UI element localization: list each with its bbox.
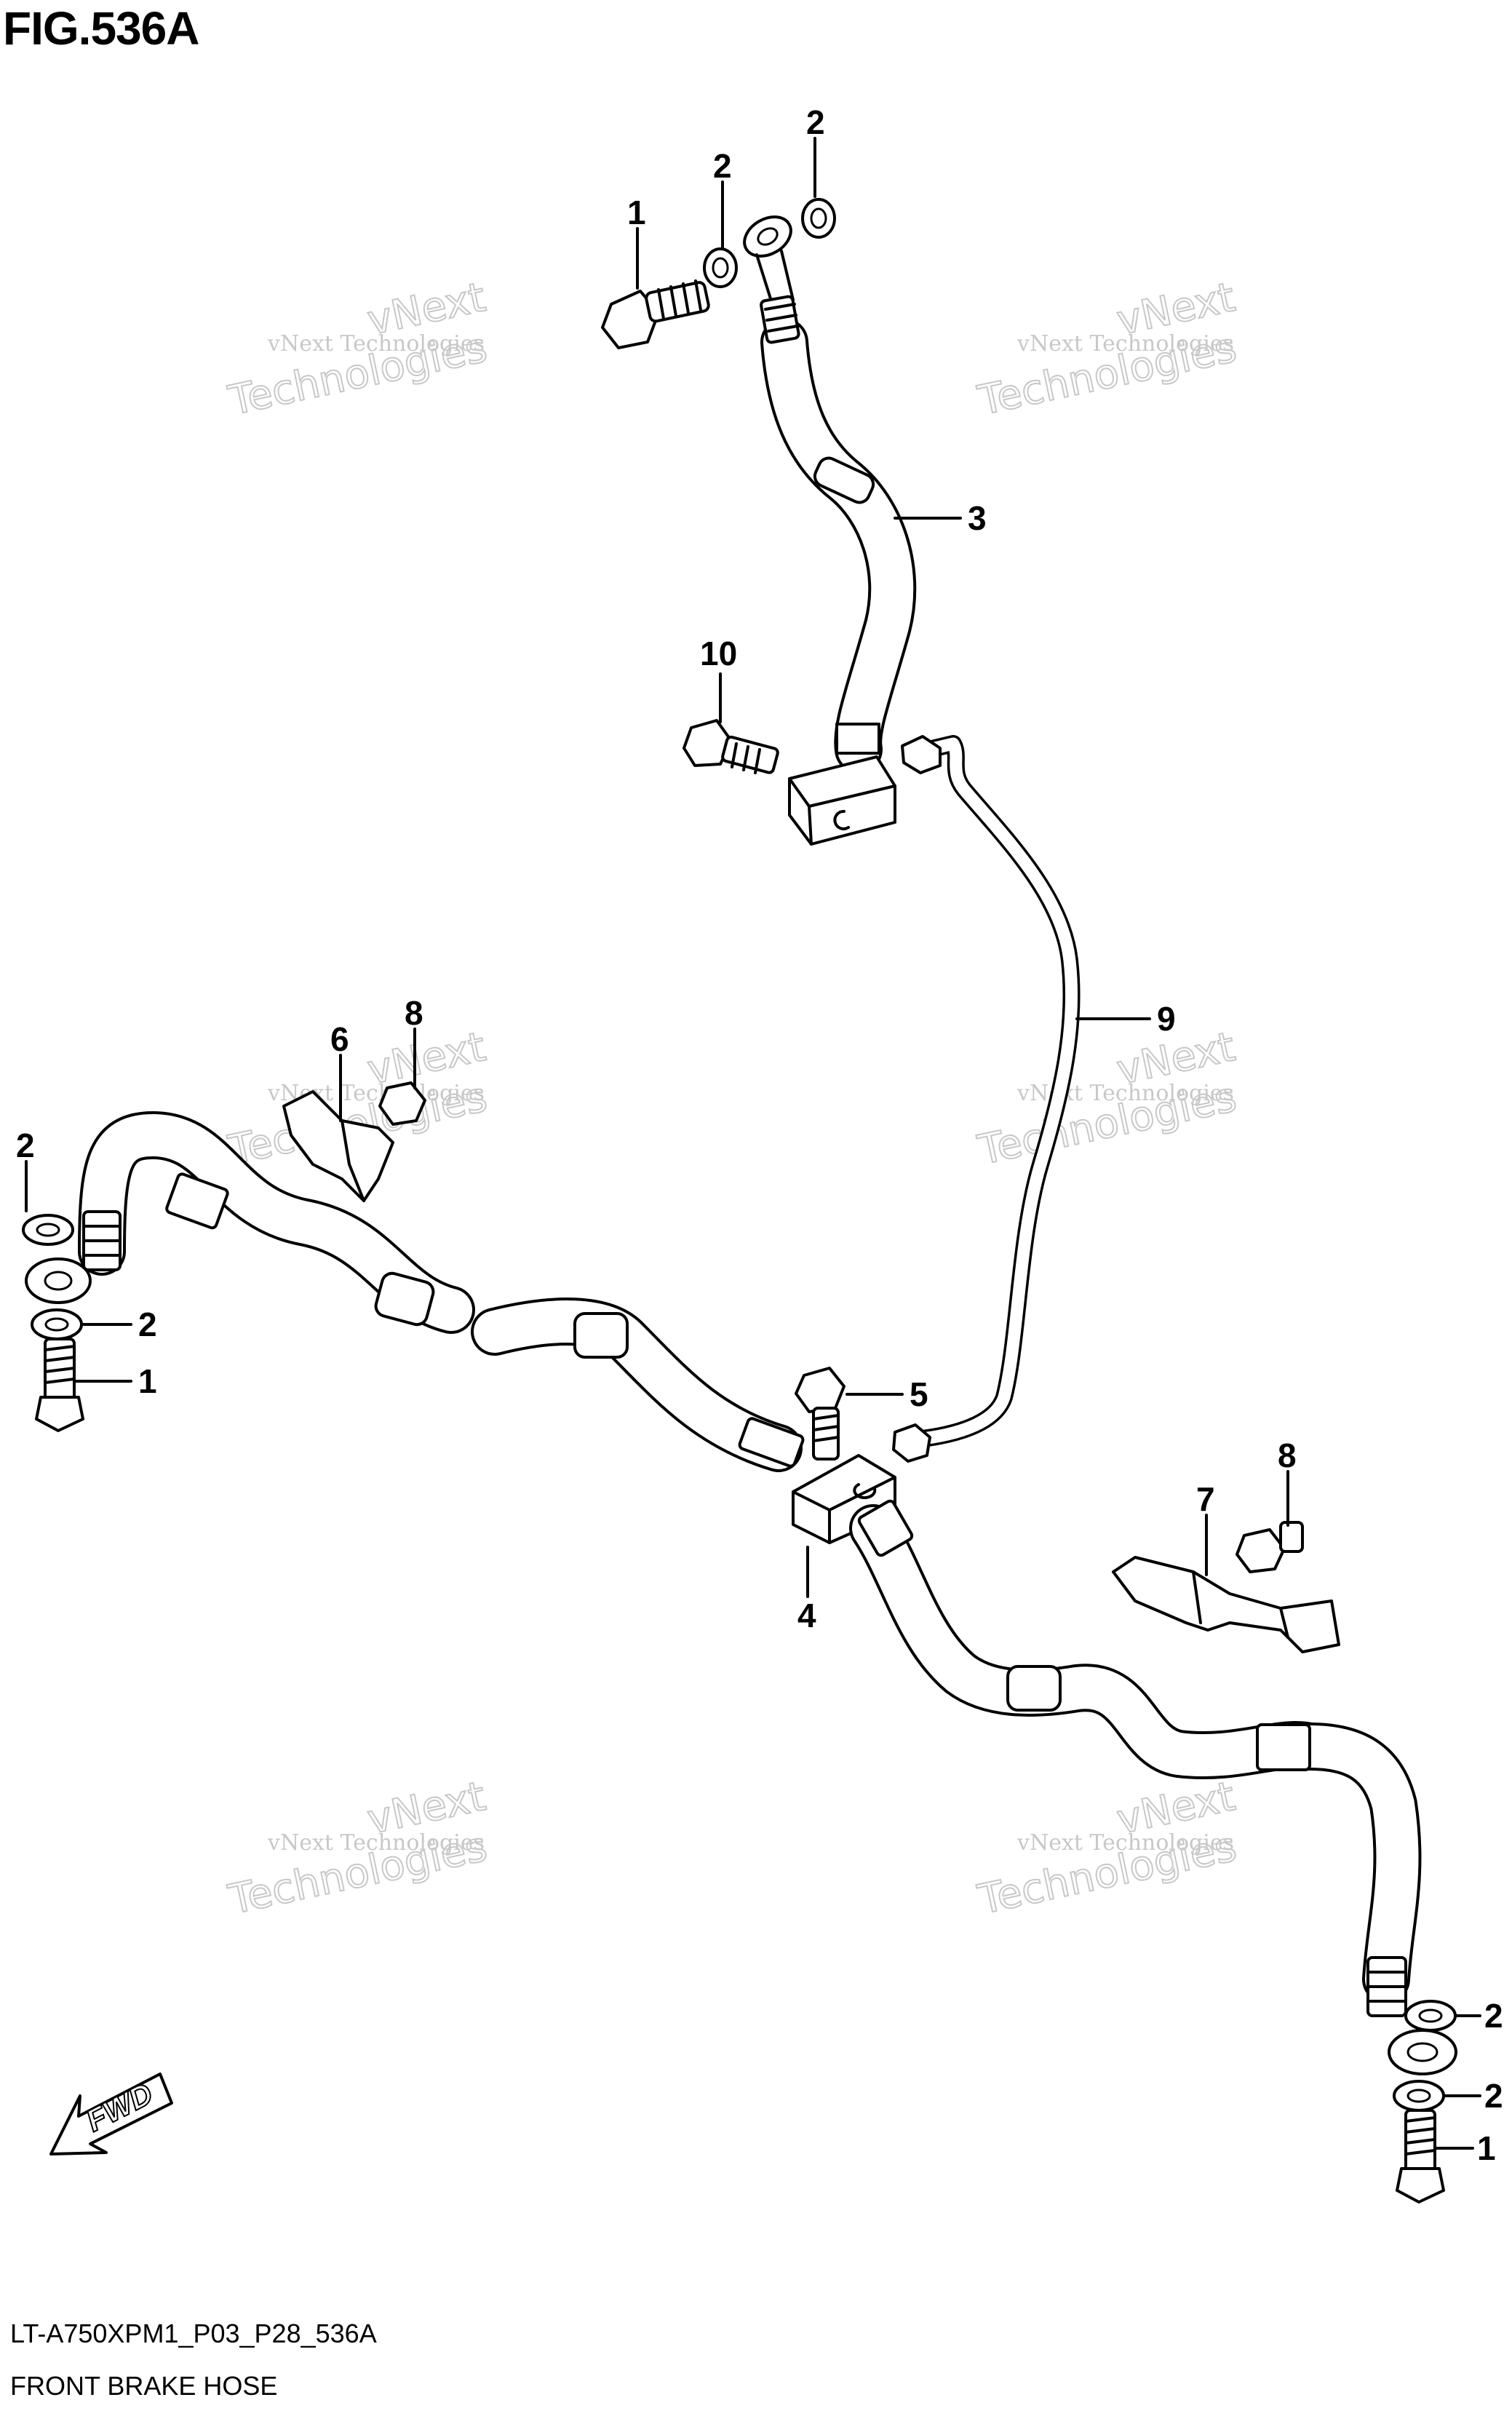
upper-brake-hose bbox=[743, 215, 917, 774]
watermark-bottom-left: vNext Technologies vNext Technologies bbox=[223, 1772, 491, 1925]
leader-lines bbox=[25, 137, 1481, 2150]
upper-washer-b bbox=[801, 198, 836, 239]
callout-7: 7 bbox=[1196, 1480, 1215, 1518]
left-front-hose bbox=[25, 1111, 805, 1472]
watermark-mid-right: vNext Technologies vNext Technologies bbox=[973, 1022, 1241, 1175]
upper-banjo-bolt bbox=[601, 279, 710, 349]
callout-numbers: 1 2 2 3 10 9 8 6 2 2 1 5 8 7 4 2 2 1 bbox=[16, 103, 1503, 2167]
right-banjo-bolt bbox=[1396, 2109, 1445, 2204]
banjo-fitting bbox=[1388, 2029, 1457, 2075]
banjo-fitting bbox=[743, 215, 792, 258]
figure-code: LT-A750XPM1_P03_P28_536A bbox=[10, 2318, 377, 2348]
left-banjo-bolt bbox=[35, 1338, 84, 1432]
watermark-top-right: vNext Technologies vNext Technologies bbox=[973, 273, 1241, 426]
hose-collar bbox=[374, 1271, 435, 1327]
callout-6: 6 bbox=[330, 1020, 349, 1058]
left-washer-top bbox=[22, 1214, 74, 1246]
callout-8: 8 bbox=[1278, 1437, 1297, 1474]
watermark-bottom-right: vNext Technologies vNext Technologies bbox=[973, 1772, 1241, 1925]
hose-fitting bbox=[835, 723, 880, 755]
upper-washer-a bbox=[703, 247, 738, 288]
hose-collar bbox=[813, 456, 875, 504]
callout-5: 5 bbox=[910, 1375, 928, 1413]
callout-2: 2 bbox=[806, 103, 825, 141]
hose-grommet bbox=[165, 1172, 229, 1230]
figure-name: FRONT BRAKE HOSE bbox=[10, 2371, 278, 2401]
right-washer-bottom bbox=[1393, 2080, 1445, 2112]
banjo-fitting bbox=[25, 1257, 92, 1304]
right-washer-top bbox=[1404, 2000, 1457, 2032]
right-clamp-bolt bbox=[1236, 1521, 1304, 1573]
callout-2: 2 bbox=[1484, 1997, 1503, 2035]
callout-1: 1 bbox=[138, 1362, 157, 1400]
callout-2: 2 bbox=[138, 1306, 157, 1343]
hose-collar bbox=[1006, 1665, 1062, 1712]
callout-10: 10 bbox=[700, 635, 737, 672]
right-front-hose bbox=[849, 1499, 1457, 2075]
callout-2: 2 bbox=[16, 1126, 35, 1164]
metal-brake-pipe bbox=[892, 735, 1081, 1463]
callout-9: 9 bbox=[1157, 1000, 1176, 1038]
fwd-arrow-icon: FWD bbox=[49, 2073, 173, 2155]
watermark-text: vNext Technologies bbox=[267, 1830, 485, 1856]
watermark-text: vNext Technologies bbox=[267, 331, 485, 357]
left-hose-clamp bbox=[282, 1090, 394, 1202]
joint-bolt bbox=[795, 1367, 845, 1461]
left-clamp-bolt bbox=[378, 1081, 426, 1126]
upper-block-bolt bbox=[683, 719, 779, 774]
right-hose-clamp bbox=[1112, 1556, 1340, 1653]
hose-end-crimp bbox=[857, 1499, 914, 1557]
watermark-text: vNext Technologies bbox=[1016, 1830, 1234, 1856]
left-washer-bottom bbox=[31, 1308, 83, 1340]
callout-8: 8 bbox=[405, 994, 423, 1032]
figure-title: FIG.536A bbox=[3, 2, 199, 55]
callout-2: 2 bbox=[1484, 2077, 1503, 2115]
watermark-top-left: vNext Technologies vNext Technologies bbox=[223, 273, 491, 426]
callout-1: 1 bbox=[627, 194, 646, 231]
callout-4: 4 bbox=[797, 1597, 816, 1634]
hose-grommet bbox=[1256, 1723, 1311, 1771]
hose-end-crimp bbox=[738, 1417, 805, 1468]
pipe-flare-nut bbox=[892, 1423, 931, 1463]
callout-3: 3 bbox=[968, 499, 987, 537]
callout-2: 2 bbox=[713, 147, 732, 185]
watermark-text: vNext Technologies bbox=[1016, 331, 1234, 357]
upper-joint-block bbox=[788, 755, 896, 846]
callout-1: 1 bbox=[1477, 2129, 1496, 2167]
pipe-flare-nut bbox=[901, 735, 942, 774]
hose-collar bbox=[573, 1312, 629, 1359]
